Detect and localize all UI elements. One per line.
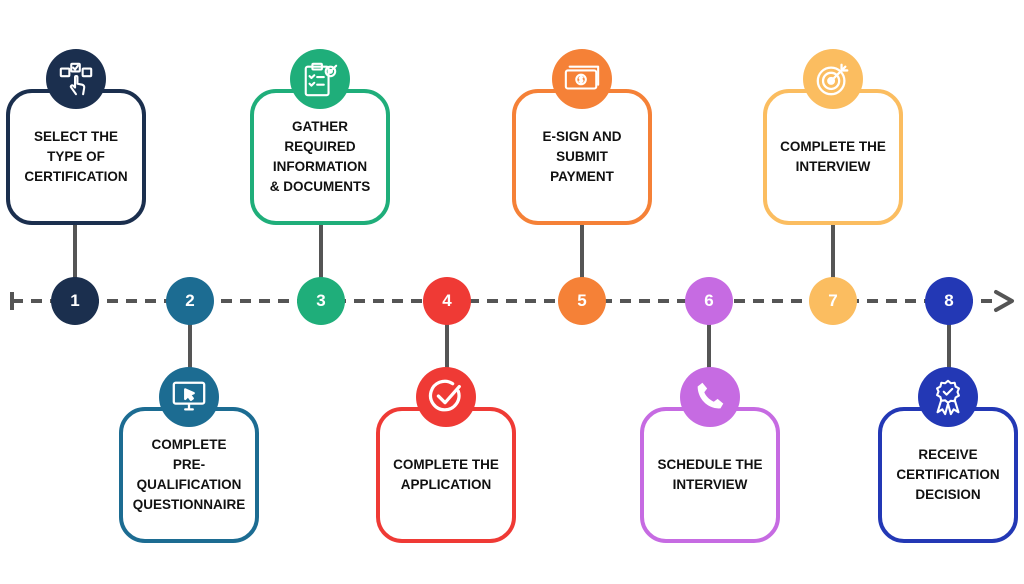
step-6-number: 6: [685, 277, 733, 325]
step-3-number: 3: [297, 277, 345, 325]
step-8-number: 8: [925, 277, 973, 325]
step-5-label: E-SIGN AND SUBMIT PAYMENT: [542, 129, 622, 184]
step-7-number: 7: [809, 277, 857, 325]
step-5-number: 5: [558, 277, 606, 325]
step-3-label: GATHER REQUIRED INFORMATION & DOCUMENTS: [269, 119, 371, 194]
step-6-label: SCHEDULE THE INTERVIEW: [657, 457, 763, 492]
step-2-label: COMPLETE PRE- QUALIFICATION QUESTIONNAIR…: [132, 437, 246, 512]
step-7-card: COMPLETE THE INTERVIEW: [763, 89, 903, 225]
step-1-number: 1: [51, 277, 99, 325]
step-7-label: COMPLETE THE INTERVIEW: [780, 139, 886, 174]
clipboard-checklist-icon: [290, 49, 350, 109]
step-8-label: RECEIVE CERTIFICATION DECISION: [896, 447, 1000, 502]
step-5-card: E-SIGN AND SUBMIT PAYMENT: [512, 89, 652, 225]
step-2-card: COMPLETE PRE- QUALIFICATION QUESTIONNAIR…: [119, 407, 259, 543]
target-icon: [803, 49, 863, 109]
step-4-card: COMPLETE THE APPLICATION: [376, 407, 516, 543]
computer-monitor-icon: [159, 367, 219, 427]
step-6-card: SCHEDULE THE INTERVIEW: [640, 407, 780, 543]
step-4-label: COMPLETE THE APPLICATION: [393, 457, 499, 492]
timeline-arrowhead: [994, 290, 1014, 312]
step-3-card: GATHER REQUIRED INFORMATION & DOCUMENTS: [250, 89, 390, 225]
phone-icon: [680, 367, 740, 427]
step-2-number: 2: [166, 277, 214, 325]
step-1-card: SELECT THE TYPE OF CERTIFICATION: [6, 89, 146, 225]
step-8-card: RECEIVE CERTIFICATION DECISION: [878, 407, 1018, 543]
step-1-label: SELECT THE TYPE OF CERTIFICATION: [24, 129, 128, 184]
award-ribbon-icon: [918, 367, 978, 427]
step-4-number: 4: [423, 277, 471, 325]
money-bill-icon: [552, 49, 612, 109]
checkmark-circle-icon: [416, 367, 476, 427]
click-select-icon: [46, 49, 106, 109]
